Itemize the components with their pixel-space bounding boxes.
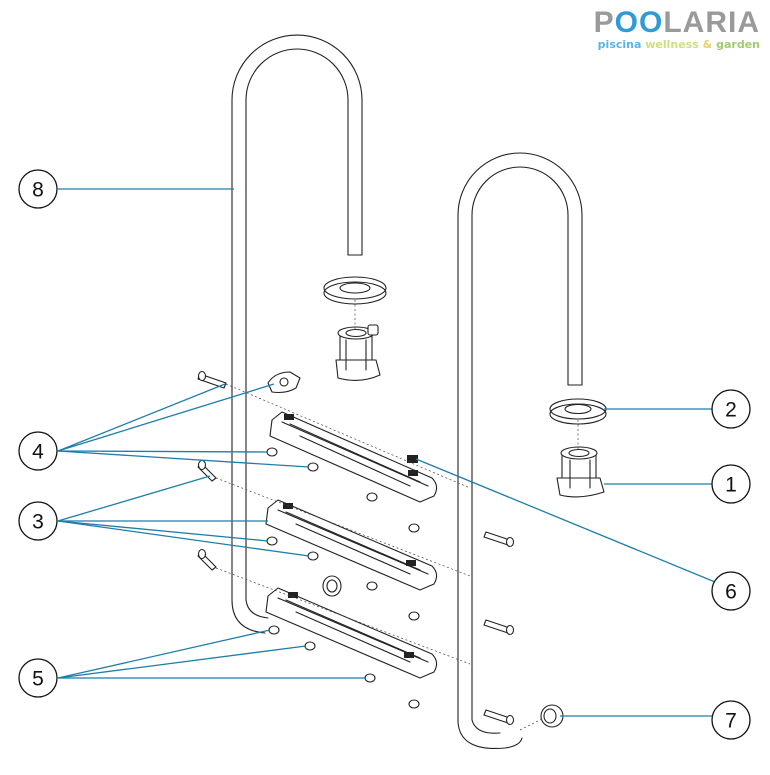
anti-slip-pad — [407, 455, 418, 463]
right-anchor — [556, 446, 605, 498]
tread-middle — [265, 499, 438, 591]
leader-lines — [57, 188, 716, 717]
callout-8: 8 — [18, 169, 58, 209]
right-escutcheon — [549, 398, 607, 425]
logo-wordmark: POOLARIA — [593, 6, 760, 39]
svg-text:7: 7 — [725, 710, 737, 733]
svg-text:2: 2 — [725, 399, 737, 422]
left-anchor — [335, 324, 381, 381]
tread-bottom — [265, 587, 438, 679]
svg-text:4: 4 — [32, 441, 44, 464]
logo-tagline: piscina wellness & garden — [597, 38, 760, 51]
callout-5: 5 — [18, 658, 58, 698]
bolts-left — [197, 370, 227, 571]
callout-4: 4 — [18, 431, 58, 471]
svg-text:8: 8 — [32, 179, 44, 202]
svg-text:3: 3 — [32, 511, 44, 534]
svg-text:1: 1 — [725, 474, 737, 497]
grommet-bottom — [540, 704, 564, 728]
assembly-lines — [215, 300, 579, 731]
right-handrail — [457, 152, 583, 750]
svg-text:5: 5 — [32, 668, 44, 691]
left-escutcheon — [323, 276, 387, 305]
callout-3: 3 — [18, 501, 58, 541]
clamp-fitting — [267, 371, 301, 394]
callout-7: 7 — [711, 700, 751, 740]
callout-2: 2 — [711, 389, 751, 429]
grommet-middle — [322, 575, 342, 597]
callout-6: 6 — [711, 571, 751, 611]
poolaria-logo: POOLARIA piscina wellness & garden — [593, 6, 760, 52]
bolts-right — [483, 531, 515, 726]
callout-1: 1 — [711, 464, 751, 504]
tread-top — [269, 411, 438, 503]
svg-text:6: 6 — [725, 581, 737, 604]
